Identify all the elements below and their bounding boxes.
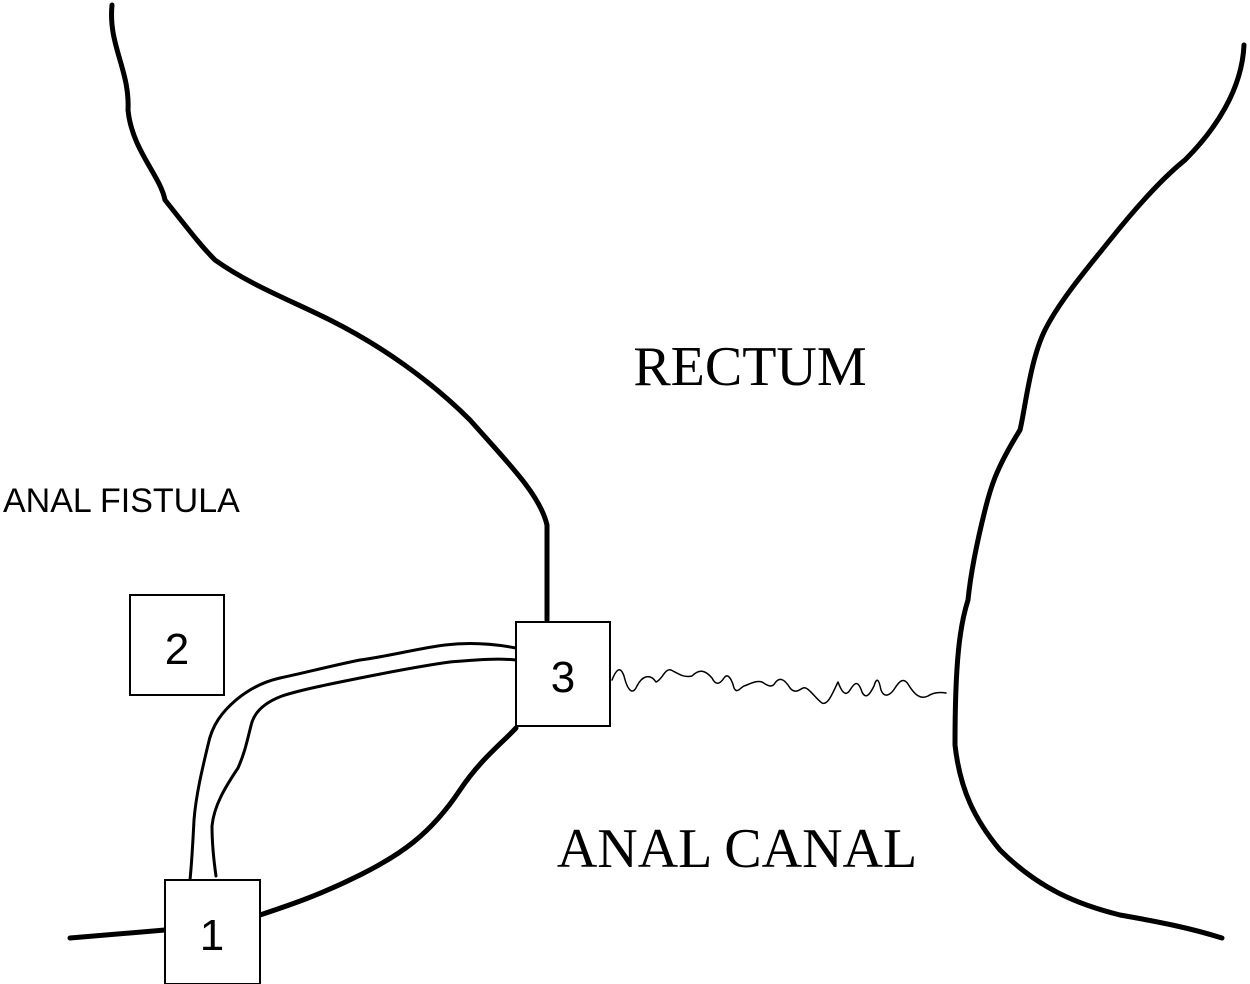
marker-2: 2 [129,594,225,696]
anal-fistula-label: ANAL FISTULA [3,482,240,520]
fistula-tract-inner [210,657,518,878]
marker-2-box [129,594,225,696]
marker-1-number: 1 [200,911,224,960]
anal-canal-label: ANAL CANAL [557,818,917,880]
left-rectal-wall [109,2,550,623]
marker-1-box [164,879,261,984]
left-anal-canal-wall [67,927,168,941]
dentate-line [611,669,947,705]
marker-3: 3 [515,621,611,727]
marker-3-box [515,621,611,727]
marker-2-number: 2 [165,625,189,674]
rectum-label: RECTUM [633,336,866,398]
marker-3-number: 3 [551,653,575,702]
left-anal-canal-wall-lower [257,725,519,918]
right-rectal-wall [952,42,1247,941]
marker-1: 1 [164,879,261,984]
fistula-tract-outer [188,642,518,882]
